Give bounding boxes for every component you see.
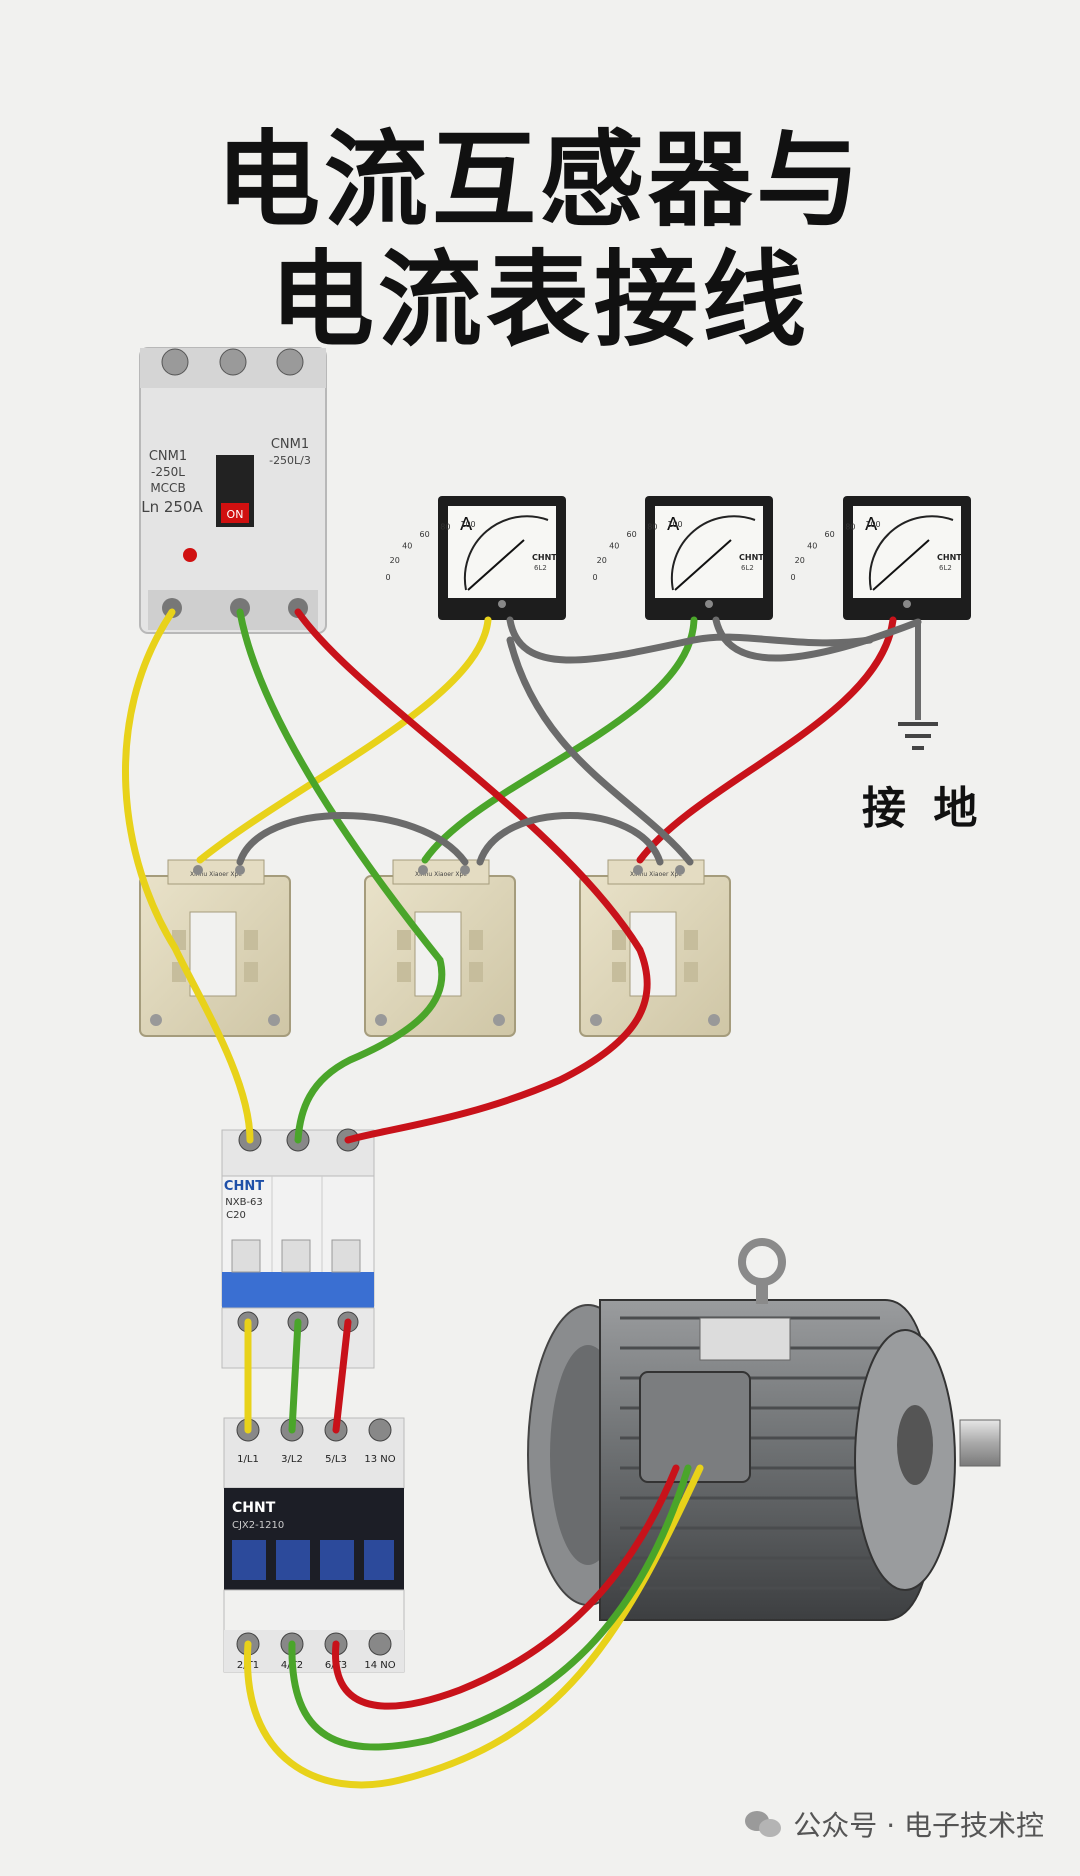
wechat-icon — [745, 1809, 783, 1839]
ground-label: 接 地 — [862, 783, 984, 834]
motor-shaft — [959, 1419, 1001, 1467]
meter-return-wire — [506, 616, 874, 664]
ammeter-model: 6L2 — [534, 564, 547, 572]
ammeter-unit: A — [460, 514, 473, 535]
phase-red-wire — [332, 1464, 680, 1710]
ammeter-brand: CHNT — [739, 553, 764, 562]
ct-group: Xinhu Xiaoer Xpe Xinhu Xiaoer Xpe Xinhu Xi… — [139, 859, 731, 1037]
ammeter-tick-label: 20 — [390, 556, 400, 565]
ammeter-tick-label: 100 — [667, 520, 682, 529]
meter-return-wire — [506, 636, 694, 866]
ammeter-tick-label: 20 — [795, 556, 805, 565]
ammeter-unit: A — [865, 514, 878, 535]
contactor-model: CJX2-1210 — [232, 1520, 284, 1531]
watermark: 公众号 · 电子技术控 — [745, 1804, 1044, 1844]
phase-green-wire — [288, 1318, 302, 1434]
contactor-top-terminal-label: 5/L3 — [325, 1454, 347, 1465]
contactor-top-terminal-label: 1/L1 — [237, 1454, 259, 1465]
phase-green-wire — [288, 1464, 692, 1751]
contactor-brand: CHNT — [232, 1500, 276, 1516]
ammeter-tick-label: 40 — [807, 541, 817, 550]
phase-red-wire — [332, 1318, 352, 1434]
meter-return-wire — [476, 812, 664, 866]
wires — [121, 608, 922, 1789]
motor-eyebolt — [738, 1238, 786, 1286]
current-transformer-1: Xinhu Xiaoer Xpe — [139, 859, 291, 1037]
ammeter-brand: CHNT — [937, 553, 962, 562]
breaker-type: MCCB — [150, 481, 185, 495]
ammeter-tick-label: 80 — [647, 523, 657, 532]
ammeter-model: 6L2 — [939, 564, 952, 572]
breaker-brand-left: CNM1 — [149, 449, 187, 464]
phase-yellow-wire — [121, 608, 254, 1144]
ammeter-tick-label: 60 — [825, 530, 835, 539]
ct-label: Xinhu Xiaoer Xpe — [630, 871, 682, 878]
ammeter-tick-label: 40 — [609, 541, 619, 550]
ammeter-needle — [872, 539, 930, 591]
contactor-top-terminal-label: 13 NO — [364, 1454, 395, 1465]
breaker-on-label: ON — [227, 508, 244, 521]
phase-green-wire — [421, 616, 698, 864]
phase-red-wire — [636, 616, 897, 864]
phase-red-wire — [294, 608, 651, 1144]
ground-symbol — [898, 622, 938, 750]
ammeter-tick-label: 60 — [627, 530, 637, 539]
ammeter-brand: CHNT — [532, 553, 557, 562]
ammeter-model: 6L2 — [741, 564, 754, 572]
mcb-brand: CHNT — [224, 1179, 264, 1194]
ammeter-tick-label: 80 — [845, 523, 855, 532]
ammeter-tick-label: 0 — [592, 573, 597, 582]
motor-terminal-box — [639, 1371, 751, 1483]
ammeter-tick-label: 20 — [597, 556, 607, 565]
mccb-breaker: ON CNM1 -250L MCCB Ln 250A CNM1 -250L/3 — [139, 347, 327, 634]
ammeter-needle — [674, 539, 732, 591]
meter-return-wire — [712, 616, 922, 662]
breaker-model-right: -250L/3 — [269, 454, 311, 467]
breaker-brand-right: CNM1 — [271, 437, 309, 452]
phase-yellow-wire — [196, 616, 492, 864]
contactor-top-terminal-label: 3/L2 — [281, 1454, 303, 1465]
ct-label: Xinhu Xiaoer Xpe — [190, 871, 242, 878]
ammeter-tick-label: 100 — [865, 520, 880, 529]
title-line-1: 电流互感器与 — [215, 119, 864, 241]
ammeter-needle — [467, 539, 525, 591]
motor — [527, 1238, 1001, 1621]
breaker-rating: Ln 250A — [141, 498, 203, 516]
meter-return-wire — [236, 812, 469, 866]
ammeter-tick-label: 80 — [440, 523, 450, 532]
ammeter-unit: A — [667, 514, 680, 535]
motor-nameplate — [699, 1317, 791, 1361]
ct-label: Xinhu Xiaoer Xpe — [415, 871, 467, 878]
ammeter-tick-label: 40 — [402, 541, 412, 550]
ammeter-tick-label: 0 — [790, 573, 795, 582]
mcb-model: NXB-63 — [225, 1197, 263, 1208]
phase-yellow-wire — [243, 1464, 704, 1789]
mcb-rating: C20 — [226, 1210, 246, 1221]
watermark-text: 公众号 · 电子技术控 — [793, 1809, 1044, 1842]
ammeter-tick-label: 0 — [385, 573, 390, 582]
phase-green-wire — [236, 608, 446, 1144]
title-line-2: 电流表接线 — [269, 239, 810, 361]
ammeter-tick-label: 60 — [420, 530, 430, 539]
ammeter-tick-label: 100 — [460, 520, 475, 529]
breaker-model-left: -250L — [151, 465, 185, 479]
current-transformer-3: Xinhu Xiaoer Xpe — [579, 859, 731, 1037]
contactor-bottom-terminal-label: 14 NO — [364, 1660, 395, 1671]
breaker-indicator — [183, 548, 197, 562]
